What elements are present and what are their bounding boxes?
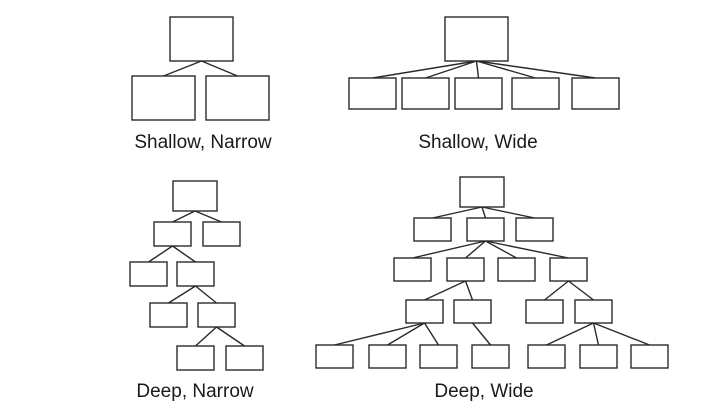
connector-line: [334, 322, 425, 346]
connector-line: [194, 210, 222, 223]
connector-line: [423, 322, 440, 346]
connector-line: [195, 326, 217, 347]
connector-line: [471, 322, 492, 346]
connector-line: [544, 280, 569, 301]
connector-line: [148, 245, 173, 263]
tree-node-box: [131, 75, 196, 121]
connector-line: [485, 240, 517, 259]
panel-deep-wide: [315, 176, 669, 369]
tree-node-box: [630, 344, 669, 369]
connector-line: [195, 285, 217, 304]
tree-node-box: [149, 302, 188, 328]
caption-deep-wide: Deep, Wide: [434, 381, 533, 402]
root-node-box: [172, 180, 218, 212]
tree-node-box: [471, 344, 510, 369]
connector-line: [372, 60, 477, 79]
caption-shallow-narrow: Shallow, Narrow: [134, 132, 272, 153]
connector-line: [546, 322, 594, 346]
connector-line: [593, 322, 650, 346]
tree-node-box: [579, 344, 618, 369]
connector-line: [412, 240, 486, 259]
tree-node-box: [225, 345, 264, 371]
tree-node-box: [315, 344, 354, 369]
connector-line: [485, 240, 569, 259]
connector-line: [387, 322, 425, 346]
connector-line: [476, 60, 536, 79]
tree-node-box: [368, 344, 407, 369]
tree-node-box: [549, 257, 588, 282]
panel-shallow-narrow: [131, 16, 270, 121]
tree-node-box: [571, 77, 620, 110]
tree-node-box: [525, 299, 564, 324]
tree-node-box: [497, 257, 536, 282]
connector-line: [172, 245, 196, 263]
tree-node-box: [466, 217, 505, 242]
connector-line: [424, 280, 466, 301]
connector-line: [464, 280, 474, 301]
tree-node-box: [129, 261, 168, 287]
root-node-box: [169, 16, 234, 62]
tree-node-box: [401, 77, 450, 110]
tree-node-box: [197, 302, 236, 328]
tree-node-box: [511, 77, 560, 110]
tree-node-box: [413, 217, 452, 242]
tree-node-box: [202, 221, 241, 247]
root-node-box: [459, 176, 505, 208]
connector-line: [163, 60, 202, 77]
tree-node-box: [205, 75, 270, 121]
tree-node-box: [393, 257, 432, 282]
root-node-box: [444, 16, 509, 62]
connector-line: [216, 326, 245, 347]
caption-shallow-wide: Shallow, Wide: [418, 132, 537, 153]
connector-line: [481, 206, 535, 219]
connector-line: [475, 60, 480, 79]
connector-line: [168, 285, 196, 304]
connector-line: [481, 206, 487, 219]
tree-node-box: [348, 77, 397, 110]
connector-line: [476, 60, 596, 79]
tree-node-box: [176, 261, 215, 287]
panel-deep-narrow: [129, 180, 264, 371]
tree-node-box: [153, 221, 192, 247]
connector-line: [172, 210, 196, 223]
tree-node-box: [405, 299, 444, 324]
tree-node-box: [446, 257, 485, 282]
tree-node-box: [176, 345, 215, 371]
tree-node-box: [515, 217, 554, 242]
connector-line: [201, 60, 238, 77]
tree-node-box: [454, 77, 503, 110]
connector-line: [592, 322, 600, 346]
connector-line: [432, 206, 483, 219]
tree-node-box: [453, 299, 492, 324]
tree-node-box: [527, 344, 566, 369]
connector-line: [425, 60, 477, 79]
panel-shallow-wide: [348, 16, 620, 110]
connector-line: [568, 280, 594, 301]
tree-node-box: [419, 344, 458, 369]
tree-node-box: [574, 299, 613, 324]
caption-deep-narrow: Deep, Narrow: [136, 381, 253, 402]
connector-line: [465, 240, 486, 259]
